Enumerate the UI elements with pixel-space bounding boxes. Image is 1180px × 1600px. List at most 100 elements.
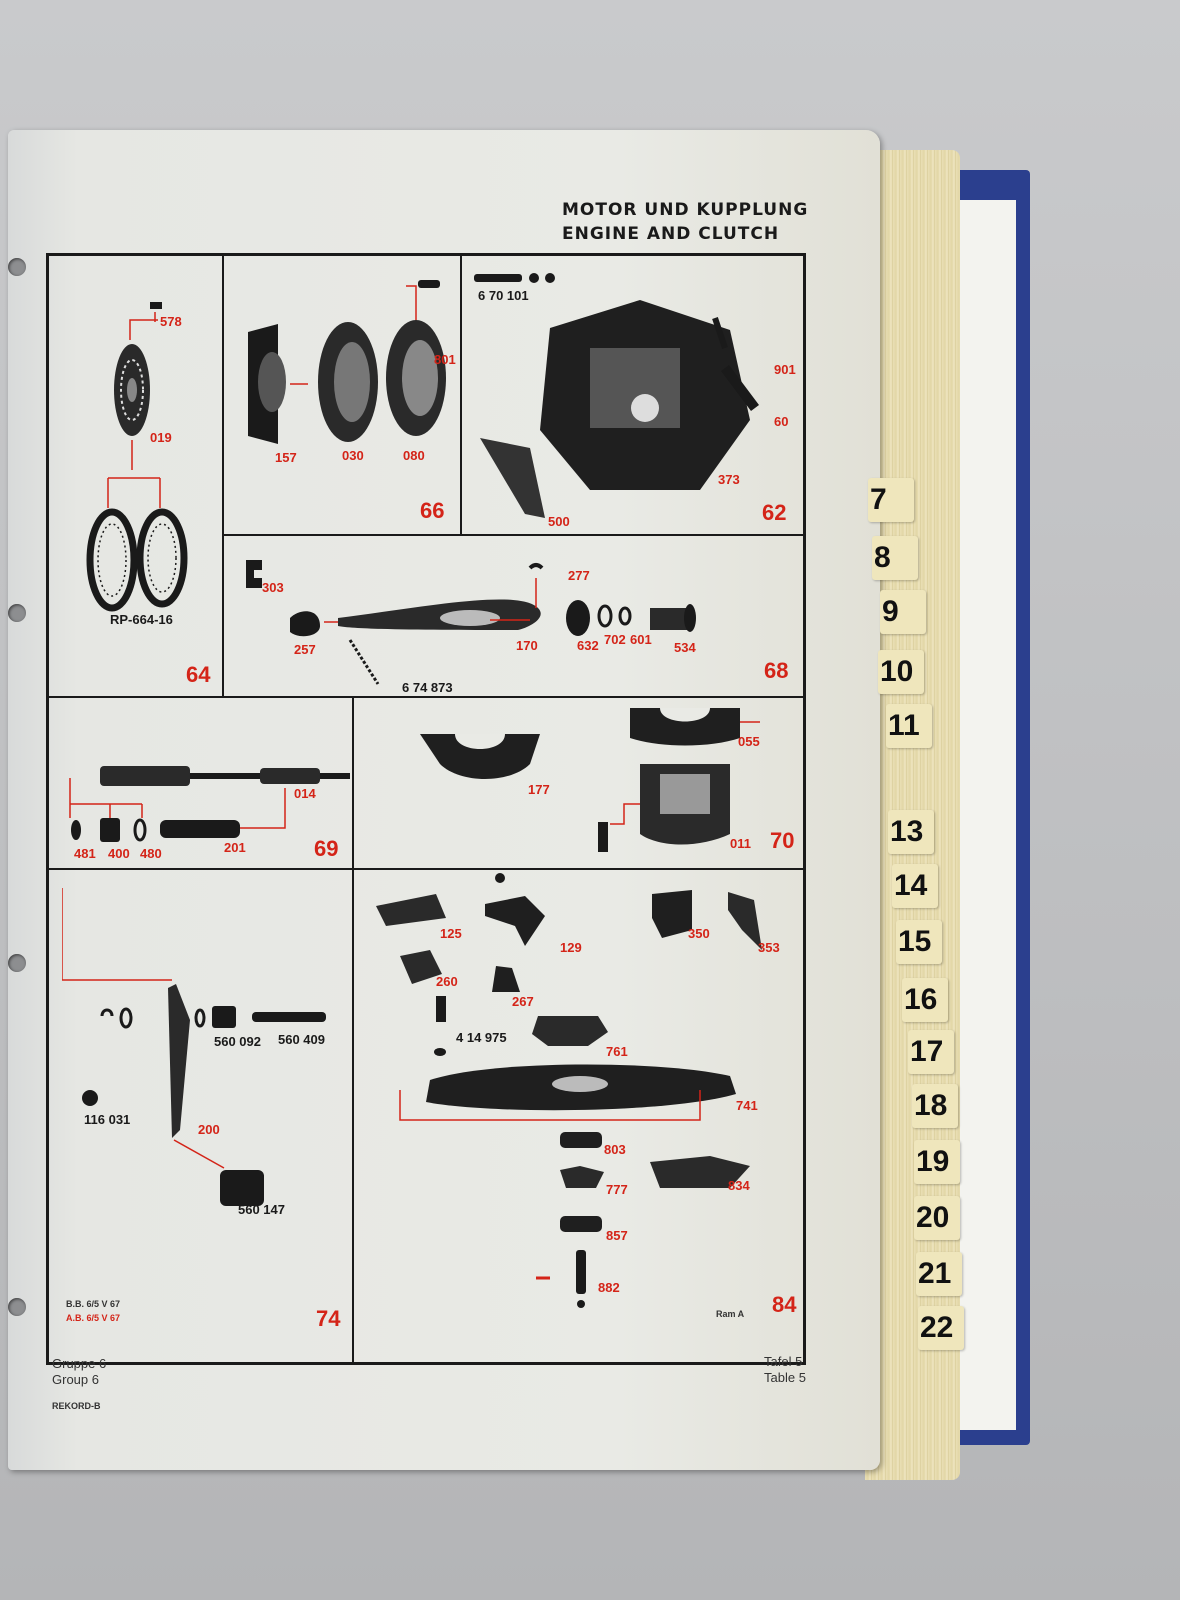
part-number: 882	[598, 1280, 620, 1295]
index-tab[interactable]: 14	[892, 864, 938, 908]
part-number: 601	[630, 632, 652, 647]
binder-hole	[8, 1298, 26, 1316]
part-number: 030	[342, 448, 364, 463]
part-number: 170	[516, 638, 538, 653]
part-number: 60	[774, 414, 789, 429]
part-number: 260	[436, 974, 458, 989]
part-number: 201	[224, 840, 246, 855]
index-tab[interactable]: 8	[872, 536, 918, 580]
print-code-red: A.B. 6/5 V 67	[66, 1313, 121, 1323]
part-number: 480	[140, 846, 162, 861]
plates-frame	[46, 253, 806, 1365]
grid-line	[352, 696, 354, 1362]
part-number: 116 031	[84, 1112, 131, 1127]
clutch-cable-drawing	[69, 766, 350, 842]
part-number: 6 70 101	[478, 288, 529, 303]
index-tab[interactable]: 15	[896, 920, 942, 964]
part-number: 011	[730, 836, 751, 851]
grid-line	[460, 255, 462, 535]
plate-number: 64	[186, 662, 211, 687]
flywheel-cover-drawing	[420, 708, 760, 852]
plate-number: 62	[762, 500, 787, 525]
plate-number: 66	[420, 498, 445, 523]
part-number: 901	[774, 362, 796, 377]
index-tab[interactable]: 18	[912, 1084, 958, 1128]
part-number: 534	[674, 640, 696, 655]
page-header: MOTOR UND KUPPLUNG ENGINE AND CLUTCH	[562, 198, 808, 246]
part-number: 200	[198, 1122, 220, 1137]
page-footer-left: Gruppe 6 Group 6	[52, 1356, 106, 1388]
grid-line	[222, 255, 224, 697]
part-number: 129	[560, 940, 582, 955]
part-number: 761	[606, 1044, 628, 1059]
part-number: 777	[606, 1182, 628, 1197]
part-number: 560 147	[238, 1202, 285, 1217]
plate-number: 68	[764, 658, 789, 683]
release-fork-drawing	[246, 560, 696, 685]
plate-number: 70	[770, 828, 795, 853]
grid-line	[222, 534, 804, 536]
grid-line	[48, 696, 804, 698]
index-tab[interactable]: 10	[878, 650, 924, 694]
part-number: RP-664-16	[110, 612, 173, 627]
model-label: REKORD-B	[52, 1401, 101, 1411]
index-tab[interactable]: 21	[916, 1252, 962, 1296]
part-number: 801	[434, 352, 456, 367]
index-tab[interactable]: 17	[908, 1030, 954, 1074]
part-number: 400	[108, 846, 130, 861]
clutch-pedal-drawing	[62, 888, 326, 1206]
part-number: 277	[568, 568, 590, 583]
index-tab[interactable]: 11	[886, 704, 932, 748]
binder-hole	[8, 604, 26, 622]
part-number: 257	[294, 642, 316, 657]
part-number: 803	[604, 1142, 626, 1157]
part-number: 560 409	[278, 1032, 325, 1047]
index-tab[interactable]: 7	[868, 478, 914, 522]
engine-mount-drawing	[376, 873, 762, 1308]
binder-hole	[8, 954, 26, 972]
table-label-de: Tafel 5	[764, 1354, 803, 1369]
part-number: 481	[74, 846, 96, 861]
binder-hole	[8, 258, 26, 276]
clutch-housing-drawing	[474, 273, 759, 518]
part-number: 834	[728, 1178, 750, 1193]
part-number: 157	[275, 450, 297, 465]
index-tab[interactable]: 22	[918, 1306, 964, 1350]
part-number: 578	[160, 314, 182, 329]
group-label-en: Group 6	[52, 1372, 99, 1387]
pressure-plate-drawing	[248, 280, 446, 444]
index-tab[interactable]: 13	[888, 810, 934, 854]
part-number: 632	[577, 638, 599, 653]
index-tab[interactable]: 9	[880, 590, 926, 634]
index-tab[interactable]: 20	[914, 1196, 960, 1240]
table-label-en: Table 5	[764, 1370, 806, 1385]
plate-number: 84	[772, 1292, 797, 1317]
header-title-de: MOTOR UND KUPPLUNG	[562, 200, 809, 220]
page-footer-right: Tafel 5 Table 5	[764, 1354, 806, 1386]
part-number: 014	[294, 786, 316, 801]
index-tab[interactable]: 16	[902, 978, 948, 1022]
part-number: 702	[604, 632, 626, 647]
clutch-disc-drawing	[86, 302, 188, 612]
plate-number: 74	[316, 1306, 341, 1331]
plate-note: Ram A	[716, 1309, 745, 1319]
part-number: 080	[403, 448, 425, 463]
part-number: 373	[718, 472, 740, 487]
binder-inner-sheet	[952, 200, 1016, 1430]
part-number: 055	[738, 734, 760, 749]
part-number: 560 092	[214, 1034, 261, 1049]
part-number: 350	[688, 926, 710, 941]
part-number: 741	[736, 1098, 758, 1113]
part-number: 4 14 975	[456, 1030, 507, 1045]
part-number: 019	[150, 430, 172, 445]
part-number: 177	[528, 782, 550, 797]
index-tab[interactable]: 19	[914, 1140, 960, 1184]
part-number: 500	[548, 514, 570, 529]
part-number: 303	[262, 580, 284, 595]
plate-number: 69	[314, 836, 339, 861]
part-number: 857	[606, 1228, 628, 1243]
grid-line	[48, 868, 804, 870]
header-title-en: ENGINE AND CLUTCH	[562, 224, 780, 244]
part-number: 125	[440, 926, 462, 941]
part-number: 6 74 873	[402, 680, 453, 695]
